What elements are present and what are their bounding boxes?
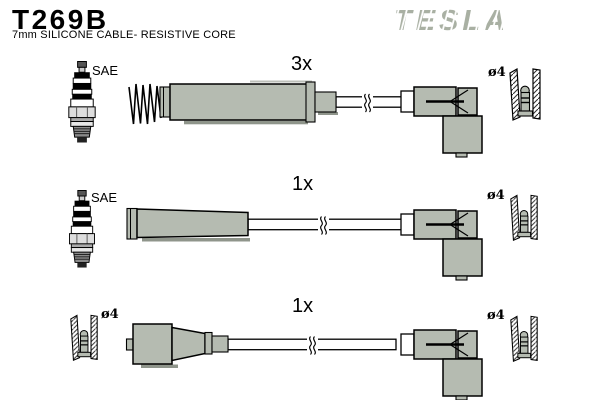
terminal-cross-section-icon: [70, 314, 98, 361]
row3-diameter-label: ø4: [487, 308, 505, 323]
cable-spec: 7mm SILICONE CABLE- RESISTIVE CORE: [12, 29, 236, 41]
row3-quantity-label: 1x: [292, 295, 314, 317]
terminal-cross-section-icon: [510, 315, 538, 362]
angled-connector-boot-icon: [399, 208, 484, 282]
row3-conical-boot: [125, 323, 229, 365]
row2-diameter-label: ø4: [487, 188, 505, 203]
row2-quantity-label: 1x: [292, 173, 314, 195]
row1-sae-label: SAE: [92, 63, 119, 78]
row2-sae-label: SAE: [91, 190, 118, 205]
row2-cable: [68, 190, 538, 282]
row2-wire-break-icon: [320, 216, 323, 235]
row2-straight-boot: [126, 207, 249, 240]
brand-text: TESLA: [394, 5, 509, 37]
terminal-cross-section-icon: [509, 68, 541, 121]
spring-contact-icon: [128, 83, 162, 125]
part-number: T269B: [12, 4, 109, 35]
row1-cable: [68, 61, 541, 159]
row3-left-diameter-label: ø4: [101, 307, 119, 322]
tesla-logo: TESLA: [394, 5, 509, 37]
row1-diameter-label: ø4: [488, 65, 506, 80]
angled-connector-boot-icon: [399, 328, 484, 400]
row3-cable: [70, 314, 538, 400]
row3-wire-break-icon: [309, 336, 312, 355]
terminal-cross-section-icon: [510, 194, 538, 241]
row1-wire-break-icon: [364, 93, 367, 113]
row1-quantity-label: 3x: [291, 53, 313, 75]
angled-connector-boot-icon: [399, 85, 484, 159]
row1-cylindrical-boot: [159, 81, 337, 123]
